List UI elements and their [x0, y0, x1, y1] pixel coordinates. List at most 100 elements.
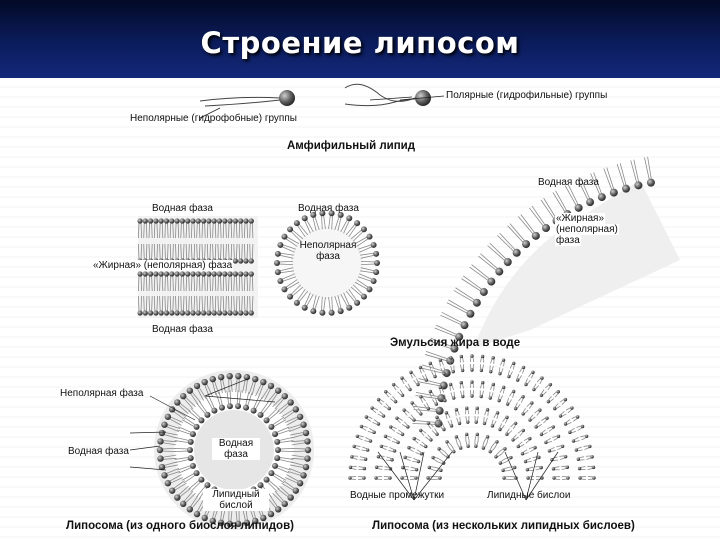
lipid-head [209, 517, 216, 525]
lipid-head [395, 416, 399, 420]
lipid-tail [167, 295, 169, 314]
lipid-head [161, 472, 168, 479]
label-liposome-single-title: Липосома (из одного биослоя липидов) [66, 520, 294, 532]
lipid-tail [619, 163, 628, 189]
lipid-tail [246, 273, 248, 292]
lipid-head [586, 198, 595, 207]
lipid-tail [145, 273, 148, 292]
lipid-head [435, 406, 444, 415]
lipid-head [292, 406, 300, 413]
lipid-head [248, 271, 254, 277]
label-amphiphilic-lipid: Амфифильный липид [287, 140, 416, 152]
lipid-head [437, 447, 441, 451]
lipid-tail [225, 273, 227, 292]
lipid-tail [441, 311, 466, 325]
lipid-head [498, 427, 502, 432]
lipid-head [277, 241, 284, 248]
lipid-tail [217, 273, 219, 292]
lipid-head [424, 378, 429, 382]
lipid-head [248, 310, 254, 316]
lipid-head [545, 416, 549, 420]
pointer-line [399, 451, 415, 501]
lipid-head [482, 421, 487, 426]
lipid-head [534, 425, 538, 429]
slide-title: Строение липосом [200, 26, 520, 60]
lipid-head [511, 389, 516, 394]
lipid-head [470, 368, 474, 372]
fat-phase-region [474, 180, 680, 348]
lipid-tail [424, 354, 451, 363]
lipid-head [488, 396, 492, 400]
lipid-tail [143, 295, 145, 314]
lipid-tail [249, 243, 251, 262]
lipid-head [304, 438, 311, 445]
lipid-head [442, 427, 446, 432]
lipid-head [211, 218, 217, 224]
lipid-head [431, 455, 435, 460]
lipid-tail [164, 273, 166, 292]
lipid-head [163, 218, 170, 224]
lipid-head [195, 310, 201, 316]
lipid-head [374, 476, 378, 480]
label-nonpolar-groups: Неполярные (гидрофобные) группы [130, 113, 297, 124]
lipid-head [428, 389, 433, 394]
lipid-head [157, 455, 164, 462]
lipid-tail [191, 295, 193, 314]
lipid-head [142, 218, 148, 224]
lipid-tail [188, 243, 190, 262]
lipid-head [277, 278, 284, 285]
lipid-tail [421, 364, 448, 373]
lipid-head [530, 401, 534, 405]
lipid-head [201, 271, 207, 277]
lipid-tail [222, 273, 225, 292]
lipid-tail [201, 243, 204, 262]
lipid-tail [140, 273, 142, 292]
lipid-head [418, 428, 423, 433]
lipid-head [480, 354, 485, 359]
lipid-head [243, 271, 249, 277]
lipid-tail [497, 235, 517, 254]
lipid-head [137, 310, 143, 316]
lipid-head [464, 432, 469, 437]
lipid-tail [145, 220, 148, 239]
lipid-tail [138, 220, 140, 239]
lipid-tail [212, 220, 214, 239]
lipid-head [434, 402, 439, 406]
lipid-tail [161, 273, 164, 292]
label-bilayer-water-top: Водная фаза [152, 203, 213, 214]
lipid-head [209, 375, 216, 383]
lipid-tail [480, 253, 501, 272]
lipid-tail [446, 302, 471, 315]
lipid-head [503, 257, 512, 266]
lipid-tail [151, 220, 153, 239]
lipid-head [443, 398, 447, 403]
lipid-head [584, 434, 589, 438]
lipid-head [232, 218, 238, 224]
lipid-head [274, 455, 281, 462]
lipid-head [222, 218, 228, 224]
lipid-head [475, 406, 479, 410]
lipid-tail [212, 273, 214, 292]
lipid-head [274, 387, 282, 394]
lipid-tail [196, 243, 198, 262]
lipid-head [287, 494, 294, 501]
label-emulsion-water: Водная фаза [538, 177, 599, 188]
lipid-head [201, 514, 208, 522]
lipid-tail [161, 295, 164, 314]
lipid-head [302, 463, 310, 471]
lipid-tail [188, 220, 190, 239]
lipid-tail [175, 220, 177, 239]
lipid-tail [238, 273, 241, 292]
pointer-line [199, 107, 221, 119]
lipid-head [211, 407, 218, 414]
lipid-head [495, 267, 504, 276]
pointer-line [399, 95, 445, 101]
lipid-head [505, 415, 509, 420]
lipid-tail [140, 220, 142, 239]
lipid-tail [415, 391, 442, 398]
lipid-head [485, 435, 490, 439]
lipid-head [179, 310, 185, 316]
lipid-tail [172, 220, 174, 239]
lipid-tail [418, 378, 445, 385]
lipid-head [525, 467, 530, 472]
